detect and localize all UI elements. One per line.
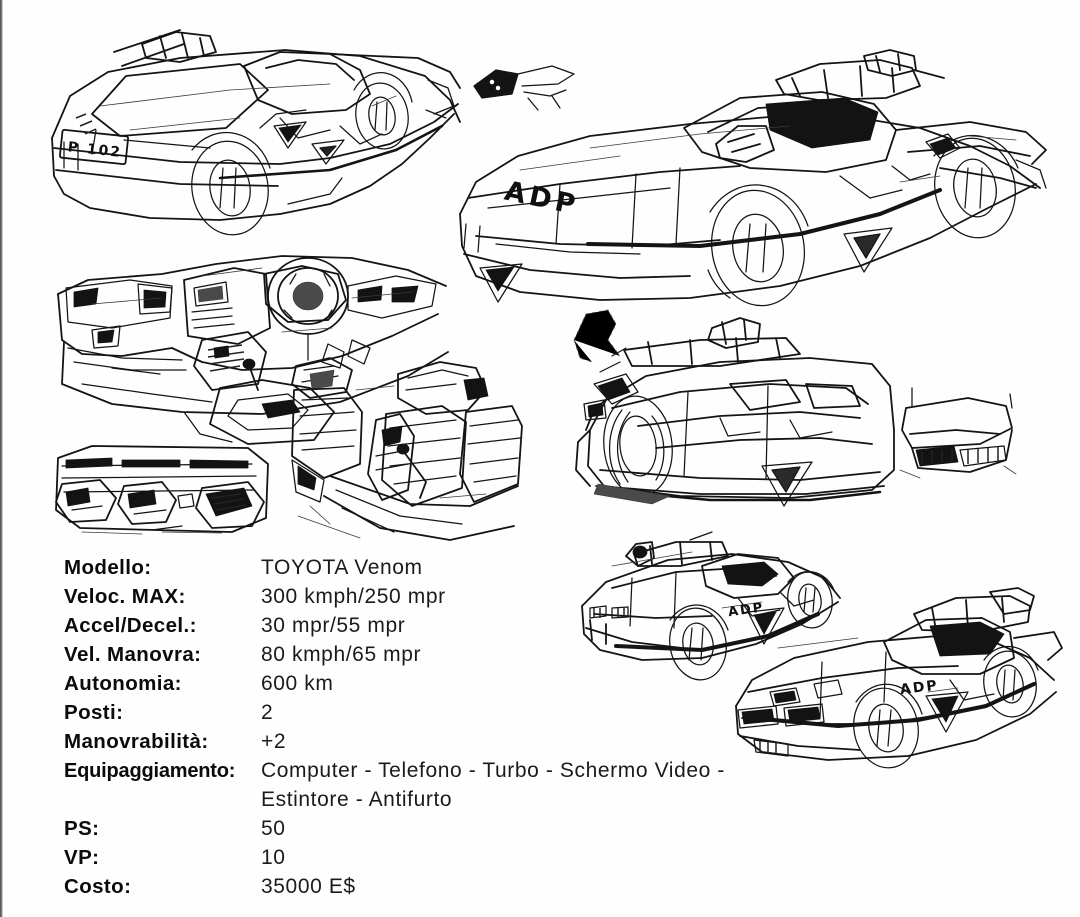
spec-row-modello: Modello: TOYOTA Venom [64,556,964,585]
spec-row-posti: Posti: 2 [64,701,964,730]
spec-label: Modello: [64,556,152,579]
spec-label: Manovrabilità: [64,730,209,753]
spec-row-equipaggiamento: Equipaggiamento: Computer - Telefono - T… [64,759,964,788]
svg-text:ADP: ADP [727,600,765,620]
license-plate: P 102 [59,128,129,166]
spec-label: Posti: [64,701,124,724]
spec-row-ps: PS: 50 [64,817,964,846]
illustration-rear-three-quarter-view: P 102 [30,18,480,243]
spec-value: TOYOTA Venom [261,556,423,579]
spec-value: 2 [261,701,274,724]
spec-row-veloc-max: Veloc. MAX: 300 kmph/250 mpr [64,585,964,614]
spec-label: Vel. Manovra: [64,643,202,666]
svg-text:ADP: ADP [899,678,939,699]
spec-row-autonomia: Autonomia: 600 km [64,672,964,701]
spec-row-costo: Costo: 35000 E$ [64,875,964,904]
spec-row-vp: VP: 10 [64,846,964,875]
illustration-seats-detail-view [290,356,525,551]
svg-text:P 102: P 102 [67,139,123,161]
spec-label: Veloc. MAX: [64,585,186,608]
spec-label: VP: [64,846,100,869]
spec-label: PS: [64,817,100,840]
spec-table: Modello: TOYOTA Venom Veloc. MAX: 300 km… [64,556,964,904]
spec-value: 80 kmph/65 mpr [261,643,422,666]
illustration-interior-dashboard-cutaway [52,244,452,446]
illustration-front-three-quarter-view-small: ADP [718,587,1063,778]
spec-value: Estintore - Antifurto [261,788,453,811]
spec-row-manovrabilita: Manovrabilità: +2 [64,730,964,759]
spec-value: 30 mpr/55 mpr [261,614,406,637]
illustration-door-console-panel-detail [52,436,274,548]
illustration-detail-mirror-fin-sketch [466,52,586,114]
spec-label: Equipaggiamento: [64,760,236,782]
spec-row-accel-decel: Accel/Decel.: 30 mpr/55 mpr [64,614,964,643]
spec-row-equipaggiamento-cont: Estintore - Antifurto [64,788,964,817]
spec-value: +2 [261,730,287,753]
spec-value: 600 km [261,672,334,695]
spec-value: Computer - Telefono - Turbo - Schermo Vi… [261,759,725,782]
side-lettering: ADP [727,600,765,620]
side-lettering: ADP [899,678,939,699]
rear-bumper-detail-inset [899,387,1017,479]
spec-value: 300 kmph/250 mpr [261,585,446,608]
illustration-rear-three-quarter-view-small: ADP [572,531,852,722]
spec-label: Costo: [64,875,132,898]
spec-value: 50 [261,817,286,840]
spec-label: Autonomia: [64,672,182,695]
spec-value: 10 [261,846,286,869]
illustration-front-low-view [560,300,1020,530]
spec-label: Accel/Decel.: [64,614,197,637]
spec-row-vel-manovra: Vel. Manovra: 80 kmph/65 mpr [64,643,964,672]
illustration-hero-front-three-quarter-view: ADP [440,48,1060,328]
spec-value: 35000 E$ [261,875,356,898]
